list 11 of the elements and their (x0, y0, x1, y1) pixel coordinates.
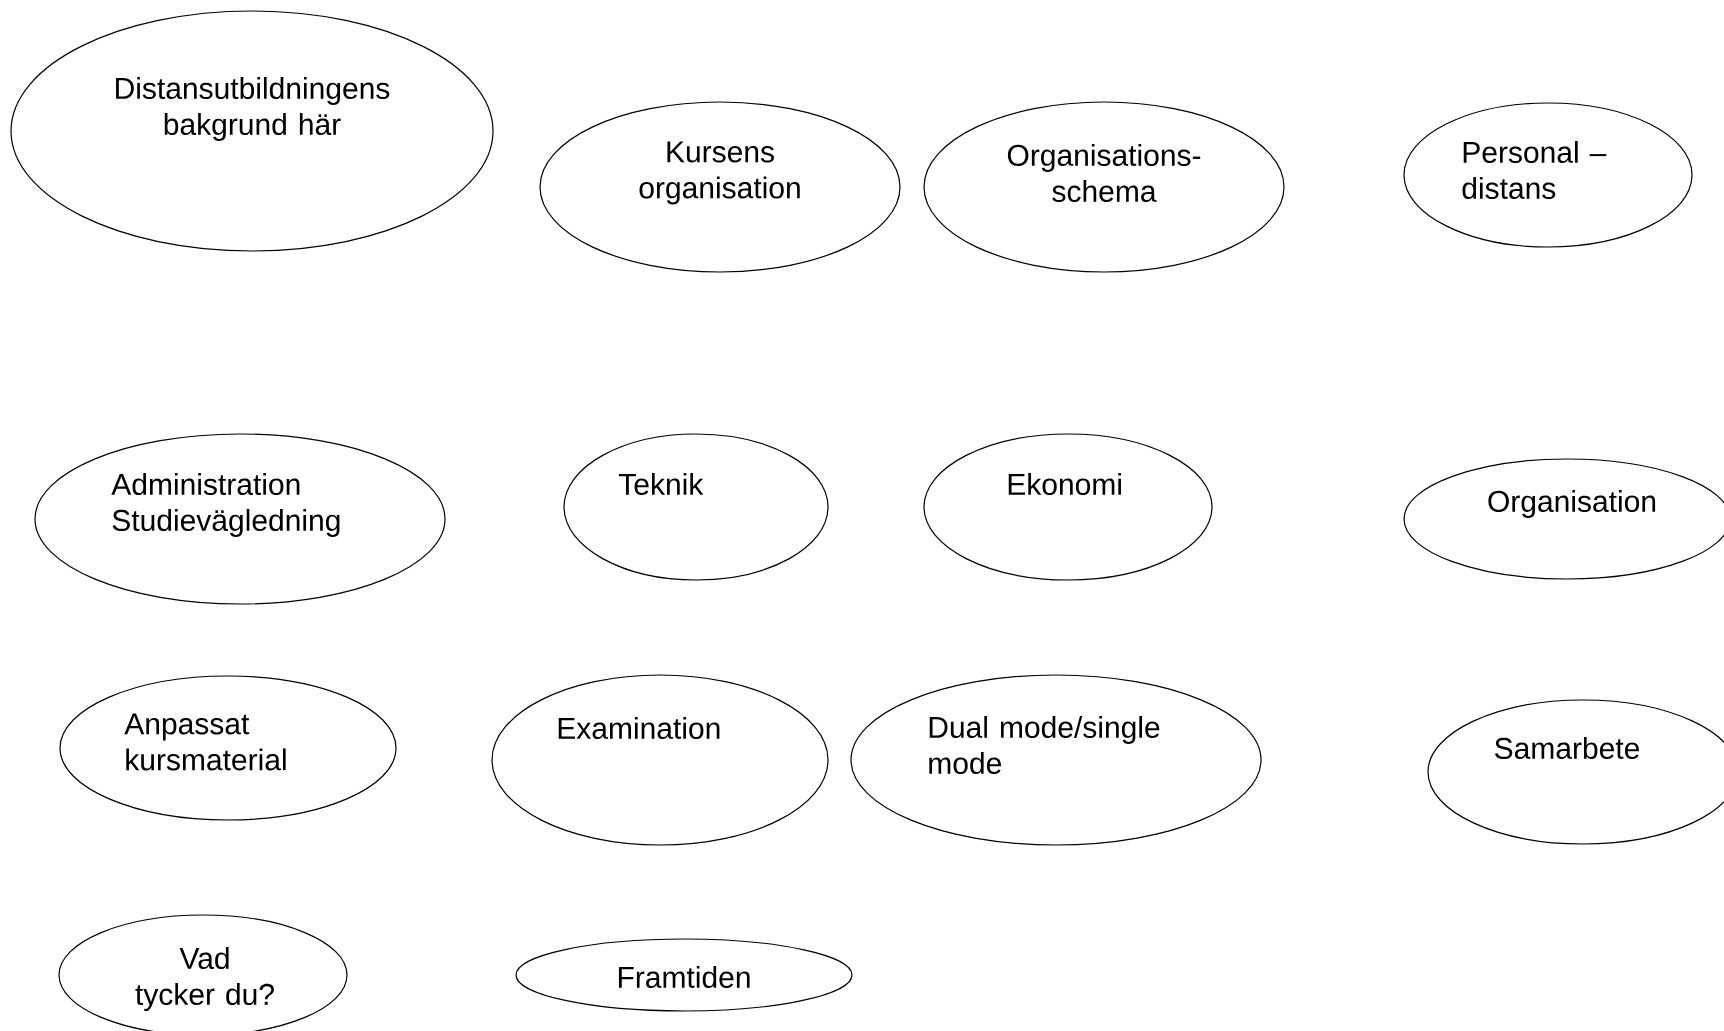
ellipse-node: Personal – distans (1403, 102, 1693, 248)
ellipse-node: Organisations-schema (923, 101, 1285, 273)
ellipse-node: Dual mode/single mode (850, 674, 1262, 846)
ellipse-node: Distansutbildningens bakgrund här (10, 10, 494, 252)
ellipse-node: Anpassat kursmaterial (59, 675, 397, 821)
ellipse-node: Ekonomi (923, 433, 1213, 581)
ellipse-node: Kursens organisation (539, 101, 901, 273)
ellipse-node: Framtiden (515, 938, 853, 1012)
ellipse-node: Examination (491, 674, 829, 846)
ellipse-node: Teknik (563, 433, 829, 581)
ellipse-node: Administration Studievägledning (34, 433, 446, 605)
